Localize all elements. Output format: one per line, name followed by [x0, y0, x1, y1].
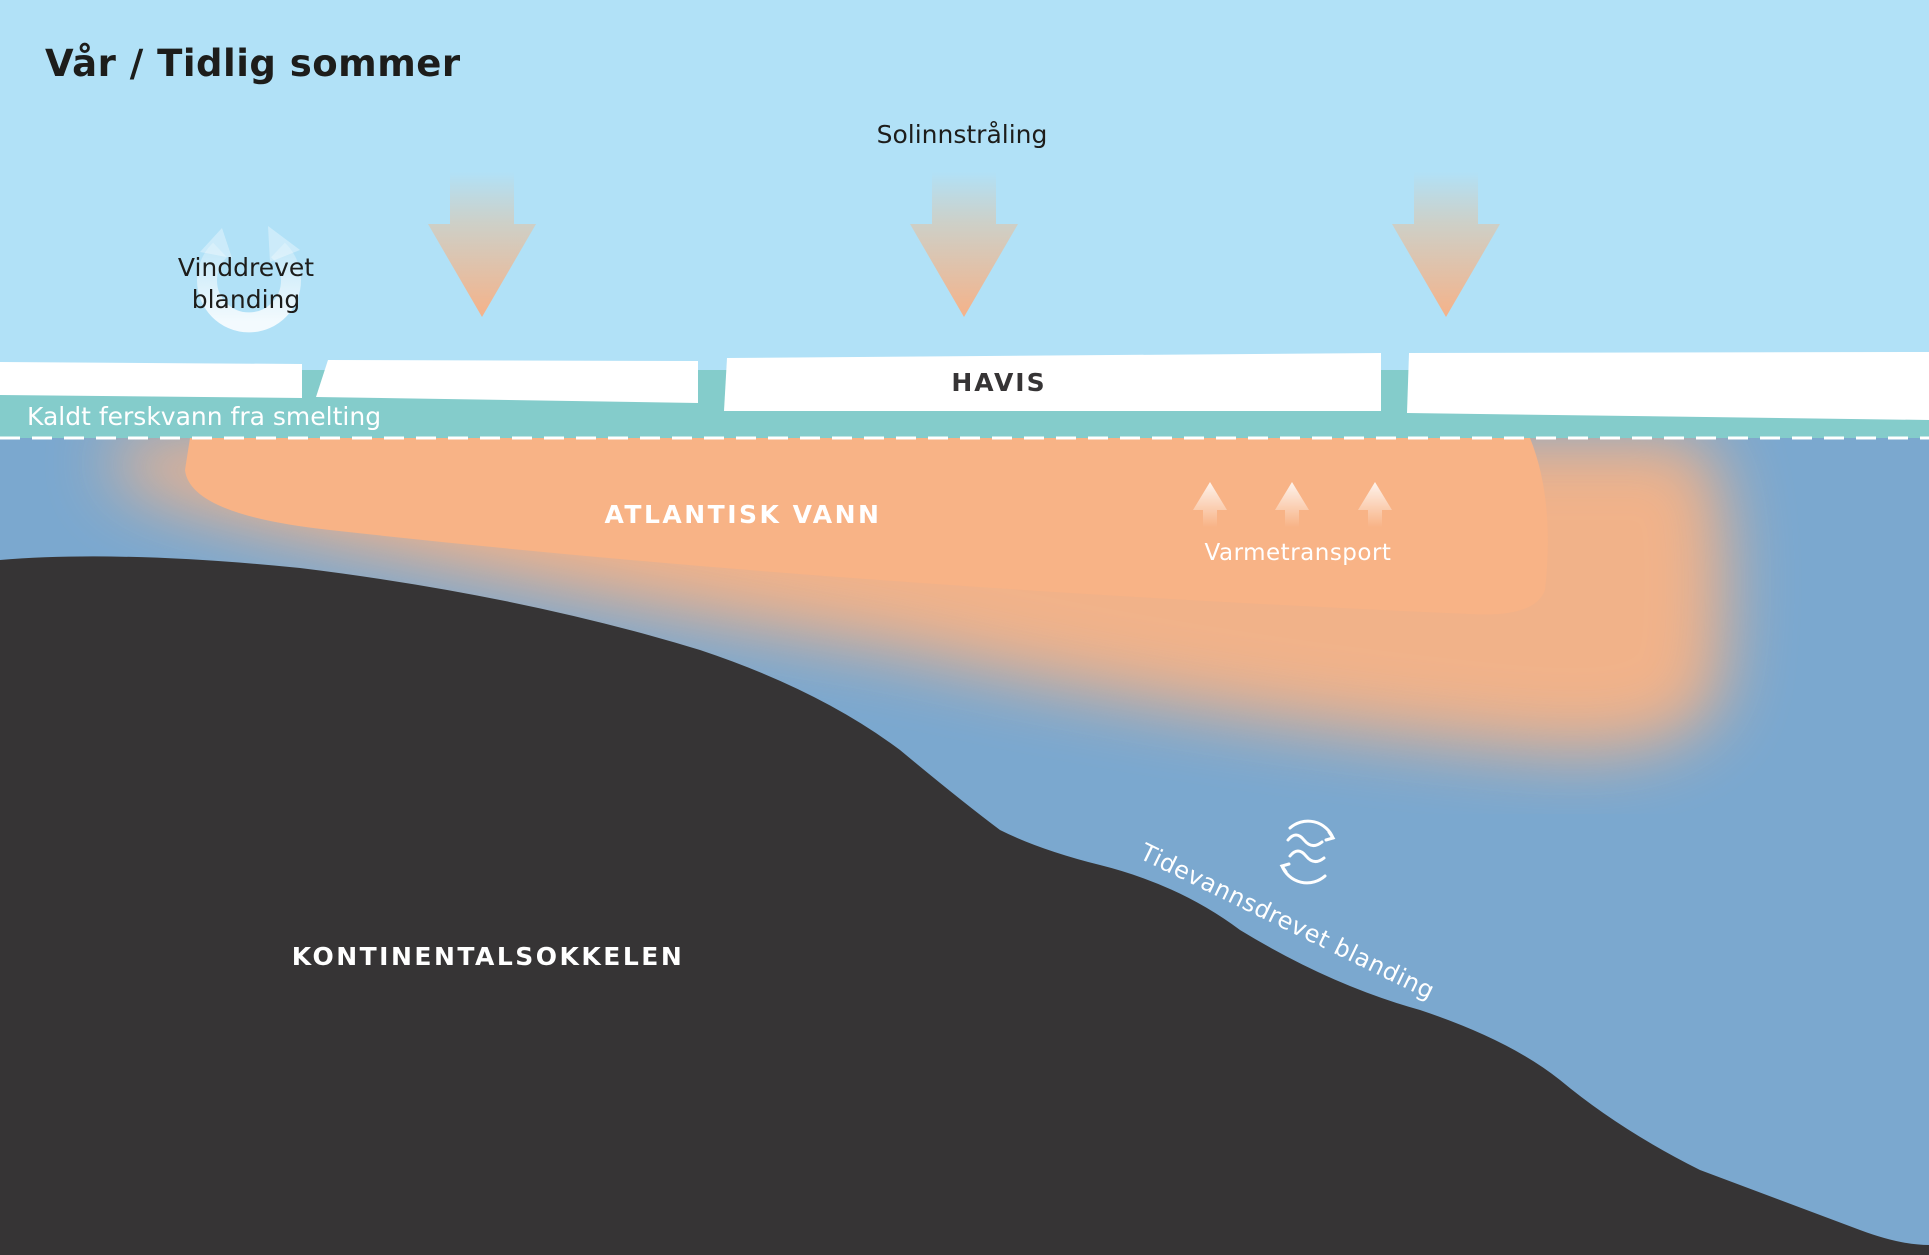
wind-mixing-label-line1: Vinddrevet — [177, 253, 315, 282]
heat-transport-label: Varmetransport — [1204, 540, 1392, 566]
meltwater-label: Kaldt ferskvann fra smelting — [27, 402, 382, 431]
arrow-up-icon — [1358, 482, 1392, 527]
atlantic-water-mass — [110, 438, 1727, 752]
arrow-down-icon — [1392, 172, 1500, 317]
ice-floe-1 — [0, 362, 302, 398]
solar-radiation-label: Solinnstråling — [876, 120, 1048, 149]
wind-mixing-label-line2: blanding — [191, 285, 301, 314]
ice-floe-3 — [724, 353, 1381, 411]
wave-cycle-icon — [1279, 819, 1336, 885]
solar-arrow-3 — [1392, 172, 1500, 317]
sea-ice-label: HAVIS — [951, 368, 1047, 397]
circular-arrows-icon — [197, 226, 301, 333]
continental-shelf — [0, 556, 1929, 1255]
atlantic-water-label: ATLANTISK VANN — [604, 500, 882, 529]
wind-mixing-label: Vinddrevet blanding — [178, 252, 314, 316]
arrow-down-icon — [428, 172, 536, 317]
arrow-up-icon — [1193, 482, 1227, 527]
solar-arrow-2 — [910, 172, 1018, 317]
ice-floe-4 — [1407, 352, 1929, 420]
solar-arrow-1 — [428, 172, 536, 317]
arrow-down-icon — [910, 172, 1018, 317]
ice-floe-2 — [316, 360, 698, 403]
continental-shelf-label: KONTINENTALSOKKELEN — [291, 942, 685, 971]
arrow-up-icon — [1275, 482, 1309, 527]
page-title: Vår / Tidlig sommer — [45, 42, 461, 85]
